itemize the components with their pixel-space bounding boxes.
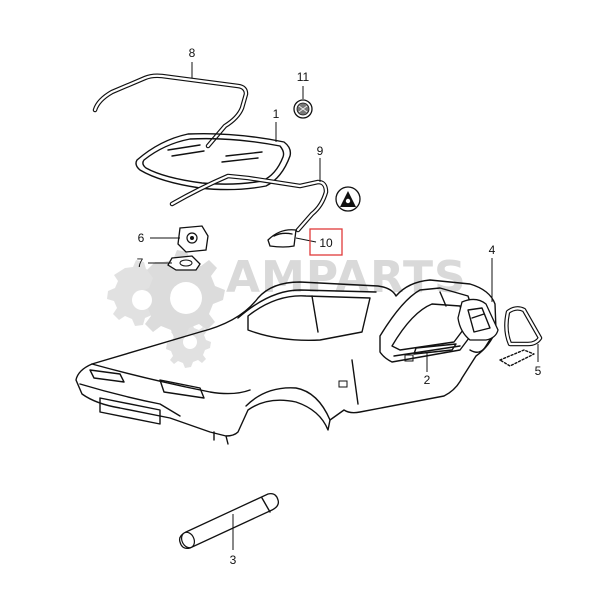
part-3-adhesive-tube[interactable] <box>178 492 280 550</box>
part-11-badge-icon[interactable] <box>293 99 313 119</box>
callout-5[interactable]: 5 <box>535 364 542 378</box>
part-10-clip[interactable] <box>267 229 297 248</box>
car-body <box>75 279 497 445</box>
leader-lines <box>148 62 539 550</box>
leader-10 <box>295 237 317 243</box>
part-1-windshield-glass[interactable] <box>135 132 292 191</box>
callout-1[interactable]: 1 <box>273 107 280 121</box>
callout-4[interactable]: 4 <box>489 243 496 257</box>
callout-10[interactable]: 10 <box>319 236 333 250</box>
callout-3[interactable]: 3 <box>230 553 237 567</box>
part-6-bracket[interactable] <box>177 225 209 253</box>
sticker-icon <box>335 186 361 212</box>
part-5-quarter-window-seal[interactable] <box>499 306 543 367</box>
callout-11[interactable]: 11 <box>297 70 310 84</box>
callout-2[interactable]: 2 <box>424 373 431 387</box>
callout-9[interactable]: 9 <box>317 144 324 158</box>
watermark-gear-icon <box>107 250 225 368</box>
callout-7[interactable]: 7 <box>137 256 144 270</box>
part-9-seal-strip[interactable] <box>169 173 329 233</box>
callout-8[interactable]: 8 <box>189 46 196 60</box>
part-8-windshield-seal[interactable] <box>92 73 249 149</box>
part-4-quarter-window[interactable] <box>457 298 499 341</box>
part-7-retainer-plate[interactable] <box>167 255 201 271</box>
callout-6[interactable]: 6 <box>138 231 145 245</box>
callout-10-highlight-box <box>309 228 343 256</box>
watermark-text: AMPARTS <box>226 252 467 303</box>
watermark: AMPARTS <box>107 250 467 368</box>
callouts: 8 11 1 9 6 10 7 4 5 2 3 <box>137 46 542 567</box>
